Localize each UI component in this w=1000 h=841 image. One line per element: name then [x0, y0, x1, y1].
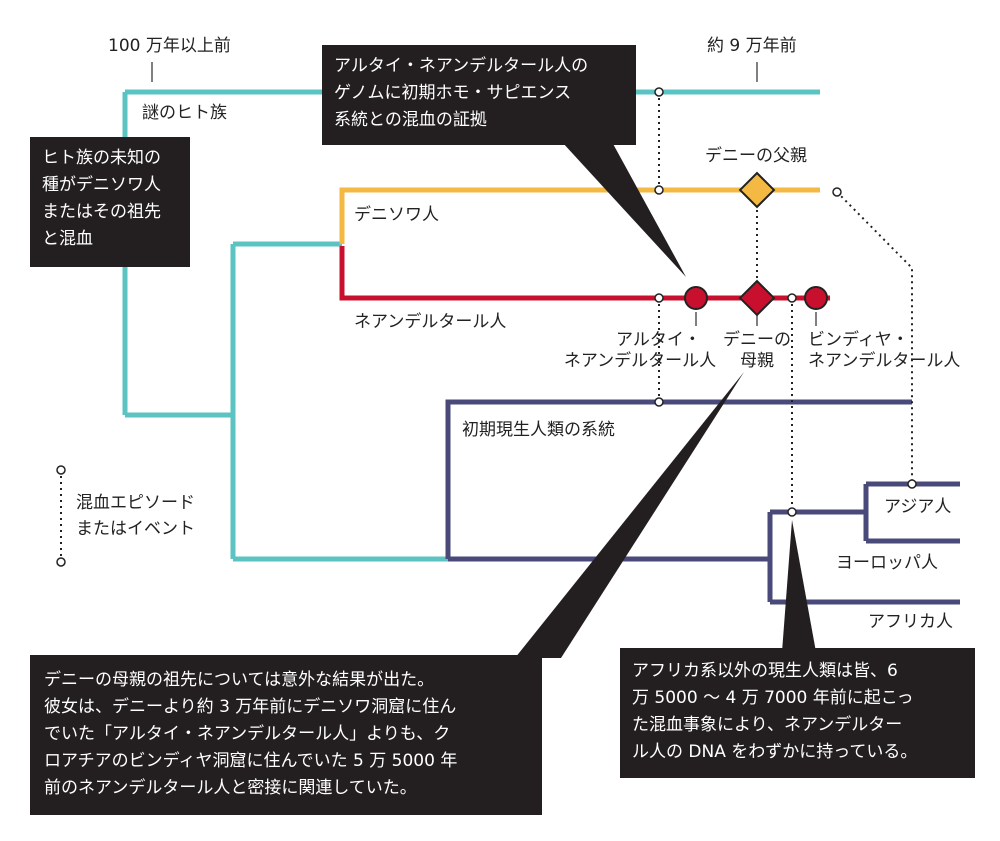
callout-denny-mother-ancestry: デニーの母親の祖先については意外な結果が出た。 彼女は、デニーより約 3 万年前… — [30, 655, 542, 815]
admixture-links — [60, 92, 913, 562]
callout-line: ル人の DNA をわずかに持っている。 — [632, 742, 918, 762]
callout-line: デニーの母親の祖先については意外な結果が出た。 — [44, 670, 435, 690]
european-label: ヨーロッパ人 — [836, 553, 938, 573]
event-dot — [907, 479, 917, 489]
vindija-label-line: ネアンデルタール人 — [808, 351, 961, 371]
altai-label-line: ネアンデルタール人 — [563, 351, 717, 371]
denny-father-diamond — [738, 171, 776, 209]
timeline-label-90k: 約 9 万年前 — [707, 36, 797, 56]
legend-text: 混血エピソード またはイベント — [76, 490, 195, 542]
callout-line: 万 5000 〜 4 万 7000 年前に起こっ — [632, 688, 914, 708]
callout-unknown-species: ヒト族の未知の 種がデニソワ人 またはその祖先 と混血 — [30, 137, 190, 267]
callout-line: た混血事象により、ネアンデルター — [632, 715, 903, 735]
event-dot — [56, 465, 66, 475]
altai-specimen-circle — [684, 286, 708, 310]
callout-non-african: アフリカ系以外の現生人類は皆、6 万 5000 〜 4 万 7000 年前に起こ… — [620, 648, 975, 778]
event-dot — [654, 87, 664, 97]
callout-line: アルタイ・ネアンデルタール人の — [334, 56, 589, 76]
timeline-label-1m: 100 万年以上前 — [108, 36, 231, 56]
event-dot — [787, 293, 797, 303]
pointer-non-african — [782, 520, 816, 652]
legend-line: またはイベント — [76, 519, 195, 539]
callout-line: と混血 — [42, 229, 93, 249]
callout-line: ロアチアのビンディヤ洞窟に住んでいた 5 万 5000 年 — [44, 751, 458, 771]
callout-line: アフリカ系以外の現生人類は皆、6 — [632, 661, 898, 681]
event-dot — [787, 507, 797, 517]
pointer-altai-genome — [562, 142, 686, 277]
event-dot — [832, 187, 842, 197]
event-dot — [654, 185, 664, 195]
denny-mother-label-line: 母親 — [740, 351, 774, 371]
callout-line: 系統との混血の証拠 — [334, 110, 487, 130]
denny-mother-label-line: デニーの — [723, 330, 791, 350]
neanderthal-lineage — [339, 246, 830, 301]
event-dot — [654, 293, 664, 303]
legend-line: 混血エピソード — [76, 493, 195, 513]
mystery-lineage-label: 謎のヒト族 — [142, 103, 227, 123]
callout-line: でいた「アルタイ・ネアンデルタール人」よりも、ク — [44, 724, 451, 744]
early-modern-label: 初期現生人類の系統 — [462, 420, 615, 440]
vindija-label: ビンディヤ・ ネアンデルタール人 — [808, 330, 960, 372]
african-label: アフリカ人 — [868, 612, 953, 632]
denny-father-label: デニーの父親 — [705, 146, 807, 166]
vindija-label-line: ビンディヤ・ — [808, 330, 909, 350]
denisovan-label: デニソワ人 — [354, 205, 439, 225]
event-dots — [56, 87, 917, 567]
vindija-specimen-circle — [804, 286, 828, 310]
event-dot — [654, 397, 664, 407]
callout-line: ゲノムに初期ホモ・サピエンス — [334, 83, 572, 103]
callout-line: またはその祖先 — [42, 202, 161, 222]
callout-line: 彼女は、デニーより約 3 万年前にデニソワ洞窟に住ん — [44, 697, 457, 717]
callout-line: 前のネアンデルタール人と密接に関連していた。 — [44, 778, 417, 798]
altai-label: アルタイ・ ネアンデルタール人 — [560, 330, 720, 372]
callout-line: ヒト族の未知の — [42, 148, 161, 168]
altai-label-line: アルタイ・ — [616, 330, 701, 350]
callout-altai-genome: アルタイ・ネアンデルタール人の ゲノムに初期ホモ・サピエンス 系統との混血の証拠 — [322, 45, 636, 145]
denny-mother-diamond — [738, 279, 776, 317]
event-dot — [56, 557, 66, 567]
pointer-denny-mother — [515, 372, 744, 658]
neanderthal-label: ネアンデルタール人 — [354, 312, 507, 332]
callout-line: 種がデニソワ人 — [42, 175, 161, 195]
denny-mother-label: デニーの 母親 — [718, 330, 796, 372]
asian-label: アジア人 — [884, 497, 952, 517]
